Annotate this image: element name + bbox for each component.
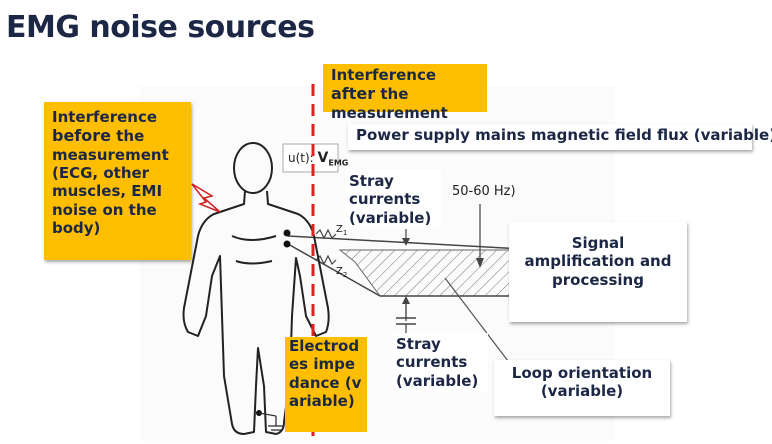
z1-resistor [315,228,337,240]
z2-resistor [315,254,337,266]
stray-currents-bottom-label: Stray currents (variable) [392,333,488,392]
electrodes-impedance-box: Electrodes impedance (variable) [285,337,367,432]
lightning-icon [191,183,221,213]
frequency-label: 50-60 Hz) [452,184,516,199]
electrode-dot-lower [283,240,291,248]
z2-label: Z2 [336,266,348,279]
z1-label: Z1 [336,224,348,237]
interference-after-box: Interference after the measurement [323,64,487,122]
voltage-box [282,143,339,173]
voltage-label: u(t): VEMG [288,150,349,168]
signal-processing-block: Signal amplification and processing [509,222,687,322]
electrode-dot-upper [283,229,291,237]
slide-title: EMG noise sources [6,10,315,45]
human-body-icon [182,142,330,435]
schematic-drawing [182,142,541,435]
power-supply-label: Power supply mains magnetic field flux (… [348,124,772,150]
loop-orientation-label: Loop orientation (variable) [494,360,670,416]
ground-icon [258,412,284,435]
wire-top [287,235,541,251]
stray-currents-top-label: Stray currents (variable) [345,170,441,229]
loop-pointer [444,277,509,362]
wire-bottom [287,243,381,297]
interference-before-box: Interference before the measurement (ECG… [44,102,191,260]
